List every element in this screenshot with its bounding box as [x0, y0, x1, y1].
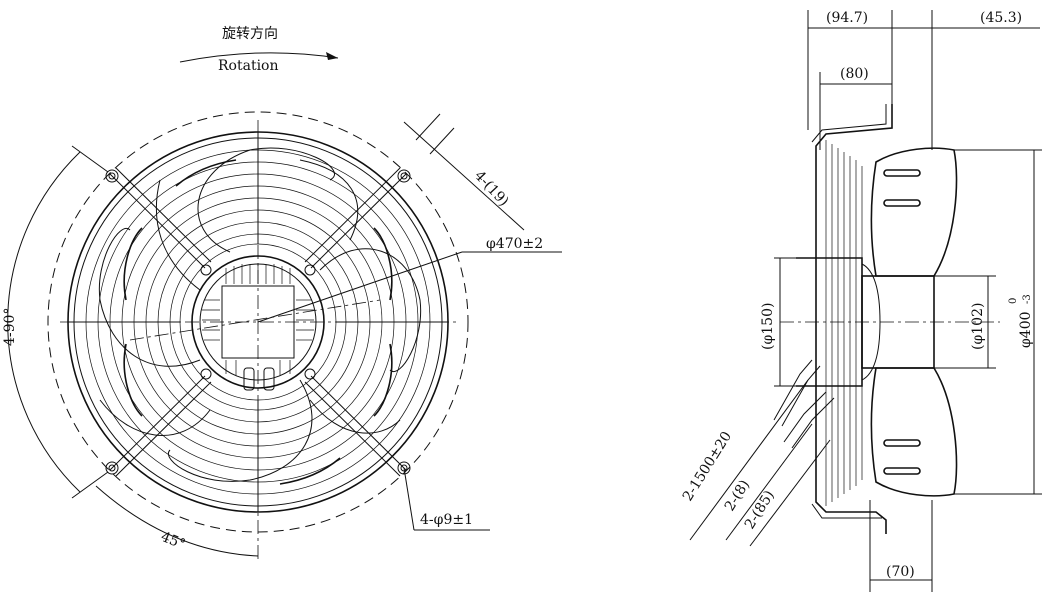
ring-diameter-label: φ470±2	[486, 236, 543, 252]
blade-top	[870, 147, 958, 277]
cable-length-label: 2-1500±20	[680, 429, 735, 504]
angle-ext-top	[71, 145, 109, 173]
blade-bottom	[870, 367, 958, 497]
blade-dia-tol-upper: 0	[1008, 298, 1019, 304]
blade-dia-label: φ400	[1018, 311, 1034, 348]
grille-slots	[123, 159, 393, 485]
rotation-label-en: Rotation	[218, 58, 279, 74]
depth-grille-label: (80)	[840, 66, 869, 82]
front-view: 旋转方向 Rotation	[2, 26, 562, 560]
angle-spacing-label: 4-90°	[2, 308, 18, 346]
centerline-diag	[129, 299, 381, 341]
guard-frame-inner-top	[811, 104, 887, 143]
depth-front-label: (45.3)	[980, 10, 1022, 26]
bolt-holes-label: 4-φ9±1	[420, 512, 473, 528]
cable-length-leader	[689, 379, 809, 541]
motor-bolts	[200, 264, 316, 380]
guard-frame-inner-bottom	[811, 503, 882, 519]
ring-dia-leader	[257, 251, 463, 323]
slot-ext-1	[415, 113, 441, 141]
depth-total-label: (94.7)	[826, 10, 868, 26]
rotation-arrow	[179, 52, 339, 63]
blade-slots	[883, 169, 921, 475]
side-grille-wires	[825, 140, 863, 506]
hole-leader	[403, 467, 415, 531]
depth-hub-label: (70)	[886, 564, 915, 580]
slot-width-label: 4-(19)	[471, 168, 512, 210]
slot-dim-line	[403, 121, 525, 231]
cable-offset-leader	[749, 439, 831, 547]
mounting-holes	[105, 169, 411, 475]
cable-dia-leader	[725, 423, 813, 541]
angle-offset-label: 45°	[159, 529, 188, 553]
side-view: (94.7) (45.3) (80)	[680, 10, 1042, 592]
rotation-label-zh: 旋转方向	[222, 26, 278, 42]
cable-dia-label: 2-(8)	[722, 477, 753, 514]
fan-blades	[98, 147, 422, 482]
hub-dia-label: (φ102)	[970, 303, 986, 350]
blade-dia-tol-lower: -3	[1022, 294, 1033, 304]
rotation-arrowhead	[326, 52, 338, 60]
angle-arc-90	[7, 151, 81, 493]
slot-ext-2	[429, 127, 455, 155]
mounting-arms	[109, 167, 407, 477]
motor-fins	[202, 264, 314, 376]
cable-glands	[243, 367, 275, 391]
guard-frame	[815, 104, 893, 534]
motor-dia-label: (φ150)	[760, 303, 776, 350]
angle-ext-bottom	[71, 471, 109, 499]
angle-arc-45	[95, 485, 259, 557]
